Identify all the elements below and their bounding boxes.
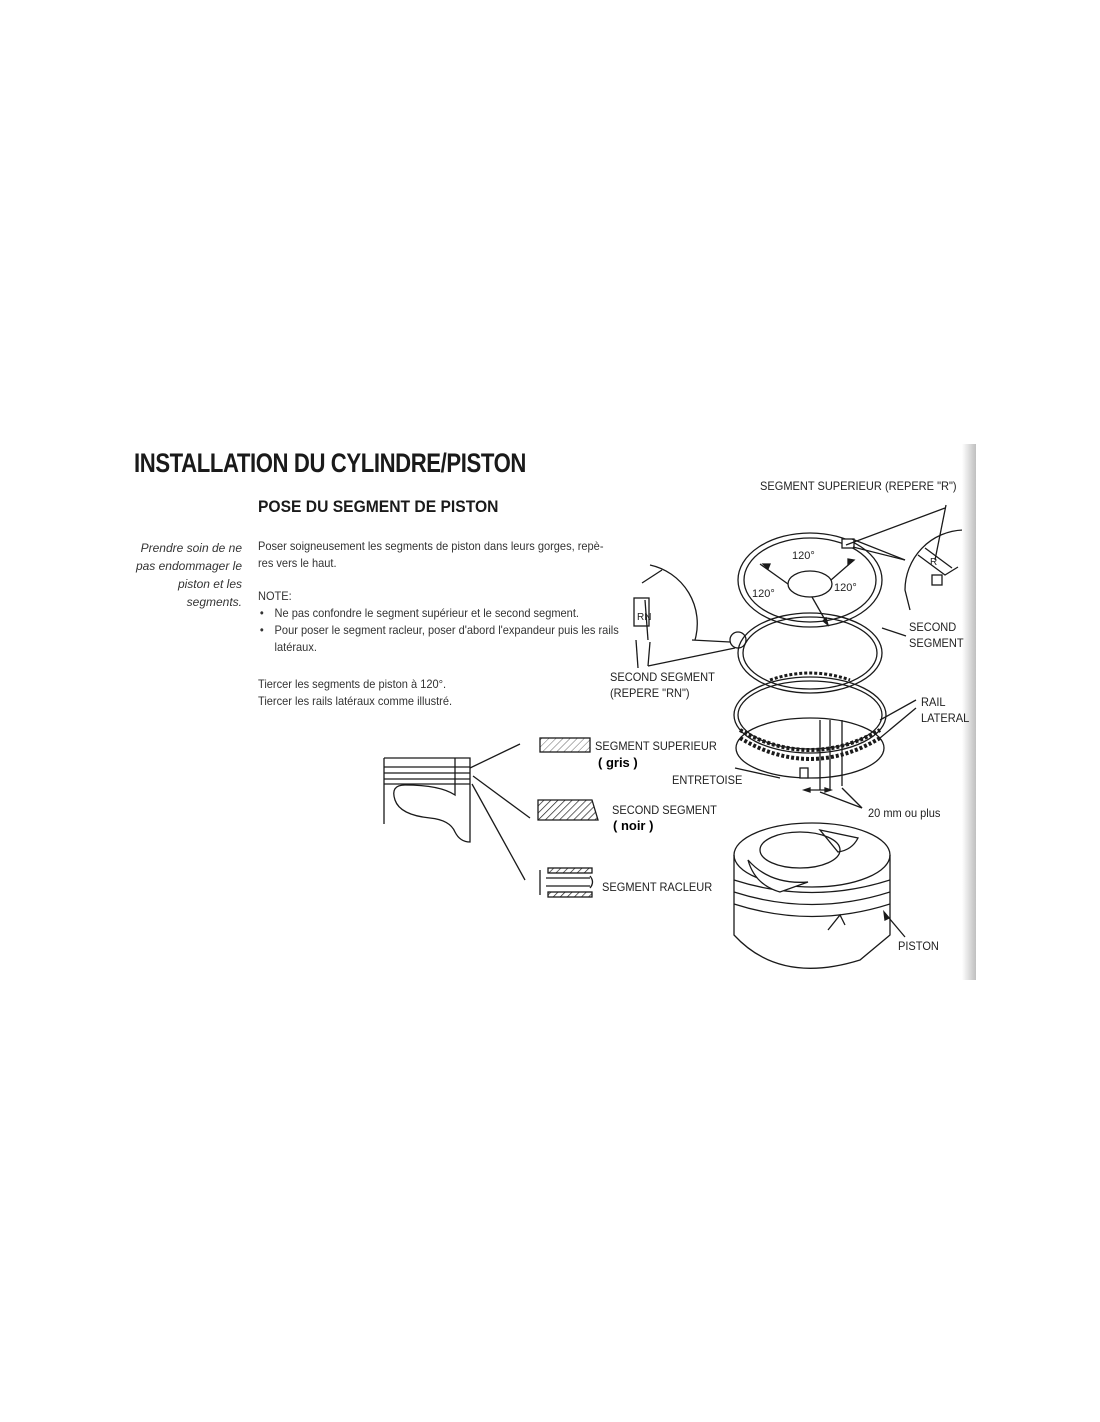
top-ring-section [539,737,591,753]
note-list: Ne pas confondre le segment supérieur et… [258,605,626,656]
note-label: NOTE: [258,589,292,603]
label-top-ring-mark: SEGMENT SUPERIEUR (REPERE "R") [760,479,957,493]
label-piston: PISTON [898,939,939,953]
label-gap: 20 mm ou plus [868,806,941,820]
r-mark-detail [904,529,964,611]
label-top-ring-color: ( gris ) [598,755,638,770]
angle-label: 120° [752,588,775,600]
scan-edge [962,444,976,980]
label-second-ring-mark: SECOND SEGMENT (REPERE "RN") [610,670,715,700]
rn-mark: RN [637,612,651,623]
rn-mark-detail [633,564,698,669]
label-oil-ring: SEGMENT RACLEUR [602,880,713,894]
piston-cross-section [383,757,471,843]
oil-ring-stack [733,671,887,790]
label-second-ring-color: ( noir ) [613,818,654,833]
stagger-paragraph: Tiercer les segments de piston à 120°. T… [258,676,589,710]
r-mark: R [930,557,937,568]
side-note: Prendre soin de ne pas endommager le pis… [135,541,242,609]
note-item: Ne pas confondre le segment supérieur et… [258,605,626,622]
label-spacer: ENTRETOISE [672,773,743,787]
label-second-ring: SECOND SEGMENT [909,620,964,650]
label-second-ring-sample: SECOND SEGMENT [612,803,717,817]
top-ring [737,532,883,628]
note-item: Pour poser le segment racleur, poser d'a… [258,622,626,656]
label-side-rail: RAIL LATERAL [921,695,970,725]
intro-paragraph: Poser soigneusement les segments de pist… [258,539,604,570]
second-ring [737,612,883,694]
stagger-line-1: Tiercer les segments de piston à 120°. [258,677,447,691]
angle-label: 120° [792,550,815,562]
stagger-line-2: Tiercer les rails latéraux comme illustr… [258,694,453,708]
second-ring-section [537,799,599,821]
oil-ring-section [539,867,594,898]
piston [733,822,891,969]
angle-label: 120° [834,582,857,594]
label-top-ring: SEGMENT SUPERIEUR [595,739,717,753]
page-title: INSTALLATION DU CYLINDRE/PISTON [134,448,526,478]
section-title: POSE DU SEGMENT DE PISTON [258,497,499,516]
